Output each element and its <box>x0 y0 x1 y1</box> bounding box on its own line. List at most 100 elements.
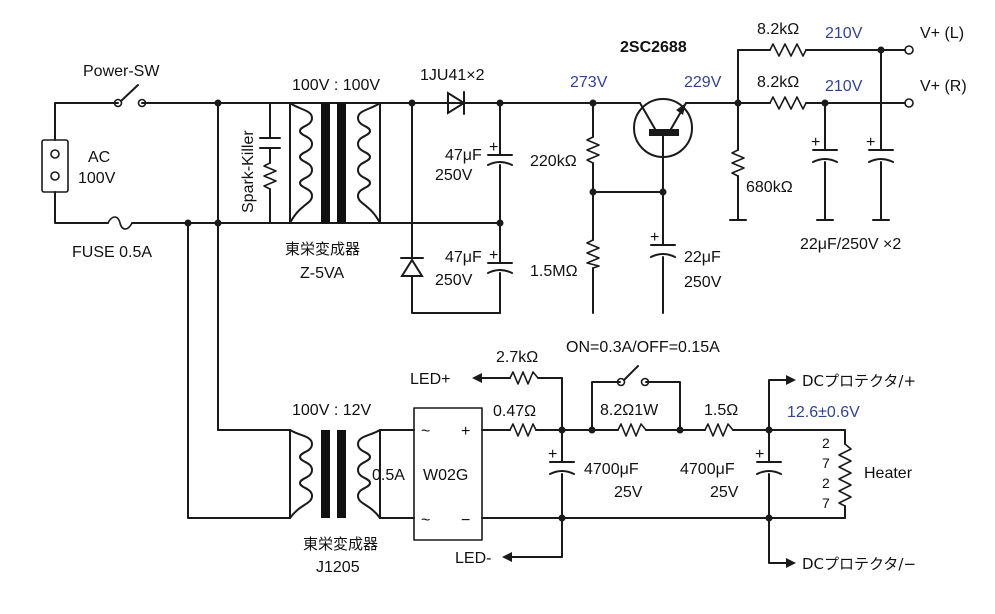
diode-label: 1JU41×2 <box>420 67 485 84</box>
resistor-8r2-label: 8.2Ω1W <box>600 402 659 419</box>
ac-top-wire <box>54 102 641 141</box>
cap-47uf-bottom-voltage: 250V <box>435 272 473 289</box>
heater-switch <box>616 365 650 387</box>
spark-killer <box>217 102 281 224</box>
resistor-1m5-label: 1.5MΩ <box>530 263 578 280</box>
led-minus-arrow <box>502 552 512 562</box>
voltage-heater: 12.6±0.6V <box>787 404 860 421</box>
resistor-680k-label: 680kΩ <box>746 179 793 196</box>
led-minus-label: LED- <box>455 550 491 567</box>
led-plus-wire <box>479 377 563 431</box>
led-plus-arrow <box>472 373 482 383</box>
resistor-8k2-l-label: 8.2kΩ <box>757 21 799 38</box>
bridge-plus: + <box>461 423 470 440</box>
cap-4700-2-voltage: 25V <box>710 484 739 501</box>
resistor-8k2-l <box>769 43 807 57</box>
heater-digit: 7 <box>822 495 830 511</box>
transistor-2sc2688 <box>633 98 693 161</box>
cap-plus-sign: + <box>650 229 659 246</box>
resistor-680k <box>729 102 747 221</box>
capacitor-22uf-out-l <box>868 49 894 221</box>
transformer1-ratio-label: 100V : 100V <box>292 77 380 94</box>
cap-22uf-voltage: 250V <box>684 274 722 291</box>
transformer2-model-label: J1205 <box>316 559 360 576</box>
resistor-1r5 <box>704 423 734 437</box>
output-split-wire <box>737 49 771 104</box>
capacitor-4700uf-1 <box>549 429 575 519</box>
cap-plus-sign: + <box>811 134 820 151</box>
cap-plus-sign: + <box>489 247 498 264</box>
cap-4700-2-value: 4700μF <box>680 461 735 478</box>
base-bias-wire <box>592 159 664 314</box>
bridge-ac1: ~ <box>421 423 430 440</box>
cap-4700-1-voltage: 25V <box>614 484 643 501</box>
ac-inlet <box>41 139 69 193</box>
output-l-label: V+ (L) <box>920 25 964 42</box>
resistor-8k2-r-label: 8.2kΩ <box>757 74 799 91</box>
transformer2-ratio-label: 100V : 12V <box>292 402 372 419</box>
resistor-220k <box>586 102 600 193</box>
heater-primary-wire <box>187 222 291 519</box>
resistor-220k-label: 220kΩ <box>530 153 577 170</box>
heater-label: Heater <box>864 465 913 482</box>
capacitor-4700uf-2 <box>756 429 782 519</box>
capacitor-22uf-out-r <box>812 102 838 221</box>
transformer1-model-label: Z-5VA <box>300 265 344 282</box>
capacitor-22uf <box>650 244 676 258</box>
voltage-229: 229V <box>684 74 722 91</box>
cap-plus-sign: + <box>755 446 764 463</box>
resistor-047-label: 0.47Ω <box>493 403 536 420</box>
bridge-label: W02G <box>423 467 468 484</box>
cap-47uf-top-voltage: 250V <box>435 167 473 184</box>
dc-protector-plus-wire <box>768 379 789 431</box>
diode-branch-wire <box>411 102 501 314</box>
ac-bottom-wire <box>54 191 501 224</box>
cap-47uf-top-value: 47μF <box>445 147 482 164</box>
led-minus-wire <box>509 517 563 558</box>
voltage-273: 273V <box>570 74 608 91</box>
terminal-v-r <box>904 98 914 108</box>
capacitor-47uf-top <box>487 154 513 166</box>
dc-protector-minus-label: DCプロテクタ/− <box>802 555 916 573</box>
output-wires <box>805 49 906 104</box>
cap-22uf-value: 22μF <box>684 249 721 266</box>
transformer2-maker-label: 東栄変成器 <box>303 535 378 553</box>
spark-killer-label: Spark-Killer <box>240 130 257 213</box>
bridge-ac2: ~ <box>421 512 430 529</box>
voltage-210-l: 210V <box>825 25 863 42</box>
resistor-1r5-label: 1.5Ω <box>704 402 738 419</box>
secondary-wire <box>379 429 415 519</box>
power-switch-label: Power-SW <box>83 63 160 80</box>
resistor-8k2-r <box>769 96 807 110</box>
resistor-047 <box>509 423 537 437</box>
switch-current-label: ON=0.3A/OFF=0.15A <box>566 339 720 356</box>
dc-protector-plus-label: DCプロテクタ/+ <box>802 372 916 390</box>
transformer-z5va <box>289 102 381 224</box>
bridge-minus: − <box>461 512 470 529</box>
transformer-j1205 <box>289 429 381 519</box>
ac-voltage-label: 100V <box>78 170 116 187</box>
terminal-v-l <box>904 45 914 55</box>
transformer2-current-label: 0.5A <box>372 467 405 484</box>
resistor-1m5 <box>586 191 600 314</box>
cap-plus-sign: + <box>548 446 557 463</box>
heater-digit: 2 <box>822 475 830 491</box>
dc-protector-minus-wire <box>768 517 789 564</box>
resistor-2k7-label: 2.7kΩ <box>496 349 538 366</box>
diode-top <box>447 91 466 115</box>
bridge-rectifier-w02g <box>413 407 483 541</box>
switch-bypass-wire <box>591 381 681 431</box>
dc-protector-plus-arrow <box>786 375 796 385</box>
cap-out-label: 22μF/250V ×2 <box>800 236 901 253</box>
heater-digit: 7 <box>822 455 830 471</box>
voltage-210-r: 210V <box>825 78 863 95</box>
resistor-8r2 <box>617 423 647 437</box>
cap-4700-1-value: 4700μF <box>584 461 639 478</box>
ac-label: AC <box>88 149 110 166</box>
resistor-2k7 <box>509 371 539 385</box>
dc-protector-minus-arrow <box>786 558 796 568</box>
cap-plus-sign: + <box>866 134 875 151</box>
cap-47uf-bottom-value: 47μF <box>445 249 482 266</box>
diode-bottom <box>400 257 424 277</box>
